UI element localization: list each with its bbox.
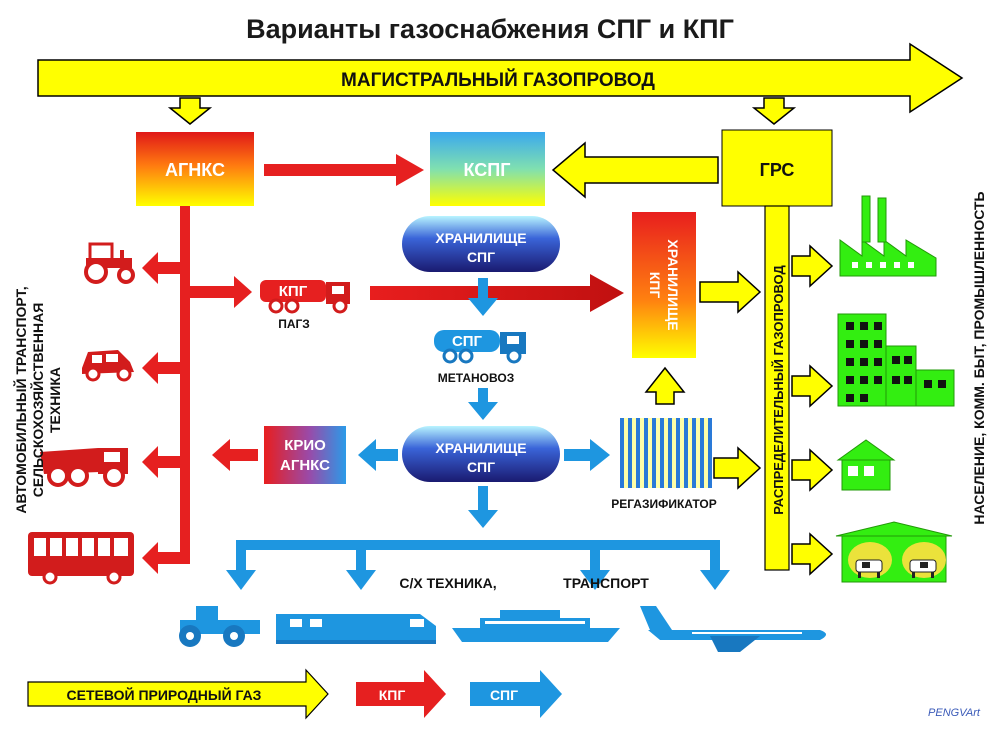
right-side-caption: НАСЕЛЕНИЕ, КОММ. БЫТ, ПРОМЫШЛЕННОСТЬ — [971, 191, 987, 524]
pipeline-to-grs-arrow — [751, 97, 797, 125]
agnks-box: АГНКС — [136, 132, 254, 206]
left-caption-line-1: АВТОМОБИЛЬНЫЙ ТРАНСПОРТ, — [12, 286, 29, 513]
grs-box: ГРС — [721, 129, 833, 207]
storage-kpg: ХРАНИЛИЩЕ КПГ — [632, 212, 696, 358]
airplane-icon — [640, 606, 826, 652]
storage-kpg-label-2: КПГ — [647, 272, 663, 299]
locomotive-icon — [276, 614, 436, 644]
legend-network-gas-label: СЕТЕВОЙ ПРИРОДНЫЙ ГАЗ — [67, 686, 262, 703]
metanovoz-tank-label: СПГ — [452, 333, 483, 350]
grs-label: ГРС — [760, 160, 795, 180]
legend-spg: СПГ — [470, 670, 562, 718]
krio-label-1: КРИО — [284, 437, 326, 454]
krio-agnks-box: КРИО АГНКС — [264, 426, 346, 484]
car-icon — [82, 350, 134, 382]
distribution-to-farm-arrow — [791, 532, 834, 576]
storage-spg-middle: ХРАНИЛИЩЕ СПГ — [402, 426, 560, 482]
storage-kpg-label-1: ХРАНИЛИЩЕ — [665, 239, 681, 330]
legend-spg-label: СПГ — [490, 687, 518, 703]
blue-tractor-icon — [179, 606, 260, 647]
storage-mid-label-2: СПГ — [467, 459, 495, 475]
metanovoz-to-storage-arrow — [468, 388, 498, 420]
pipeline-to-agnks-arrow — [167, 97, 213, 125]
krio-to-vehicles-arrow — [212, 439, 258, 471]
storage-top-label-1: ХРАНИЛИЩЕ — [435, 230, 526, 246]
kpg-storage-to-distribution-arrow — [699, 270, 762, 314]
distribution-pipeline: РАСПРЕДЕЛИТЕЛЬНЫЙ ГАЗОПРОВОД — [764, 205, 790, 571]
metanovoz-caption: МЕТАНОВОЗ — [438, 371, 514, 385]
farm-barn-icon — [835, 521, 953, 583]
kspg-label: КСПГ — [464, 160, 511, 180]
bottom-caption-agri: С/Х ТЕХНИКА, — [399, 575, 496, 591]
factory-icon — [839, 195, 937, 277]
main-pipeline-label: МАГИСТРАЛЬНЫЙ ГАЗОПРОВОД — [341, 69, 655, 91]
legend-kpg-label: КПГ — [379, 687, 406, 703]
agnks-to-kspg-arrow — [264, 154, 424, 186]
main-pipeline-arrow: МАГИСТРАЛЬНЫЙ ГАЗОПРОВОД — [37, 42, 964, 114]
pagz-truck-icon: КПГ — [260, 280, 350, 314]
kspg-box: КСПГ — [430, 132, 545, 206]
storage-spg-top: ХРАНИЛИЩЕ СПГ — [402, 216, 560, 272]
left-caption-line-2: СЕЛЬСКОХОЗЯЙСТВЕННАЯ — [29, 303, 46, 498]
tractor-icon — [84, 242, 135, 284]
agnks-distribution-line — [142, 206, 252, 574]
cow-icon — [909, 559, 937, 578]
apartment-building-icon — [837, 313, 955, 407]
agnks-label: АГНКС — [165, 160, 225, 180]
grs-to-kspg-arrow — [551, 141, 719, 199]
legend-kpg: КПГ — [356, 670, 446, 718]
page-title: Варианты газоснабжения СПГ и КПГ — [246, 14, 734, 44]
spg-consumers-distribution — [226, 540, 730, 590]
cow-icon — [855, 559, 883, 578]
storage-mid-label-1: ХРАНИЛИЩЕ — [435, 440, 526, 456]
distribution-to-factory-arrow — [791, 244, 834, 288]
storage-to-regasifier-arrow — [564, 439, 610, 471]
krio-label-2: АГНКС — [280, 457, 330, 474]
regasifier-caption: РЕГАЗИФИКАТОР — [611, 497, 717, 511]
credit-label: PENGVArt — [928, 707, 981, 719]
regasifier-to-distribution-arrow — [713, 446, 762, 490]
pagz-tank-label: КПГ — [279, 283, 308, 300]
metanovoz-truck-icon: СПГ — [434, 330, 526, 364]
left-caption-line-3: ТЕХНИКА — [47, 367, 63, 433]
storage-to-metanovoz-arrow — [468, 278, 498, 316]
storage-to-krio-arrow — [358, 439, 398, 471]
distribution-to-building-arrow — [791, 364, 834, 408]
distribution-to-house-arrow — [791, 448, 834, 492]
legend-network-gas: СЕТЕВОЙ ПРИРОДНЫЙ ГАЗ — [27, 668, 329, 720]
dump-truck-icon — [40, 448, 128, 487]
distribution-pipeline-label: РАСПРЕДЕЛИТЕЛЬНЫЙ ГАЗОПРОВОД — [771, 265, 786, 515]
bottom-caption-transport: ТРАНСПОРТ — [563, 575, 649, 591]
pagz-caption: ПАГЗ — [278, 317, 310, 331]
regasifier-icon — [620, 418, 712, 488]
storage-top-label-2: СПГ — [467, 249, 495, 265]
storage-to-consumers-arrow — [468, 486, 498, 528]
regasifier-to-kpg-storage-arrow — [644, 366, 686, 405]
left-side-caption: АВТОМОБИЛЬНЫЙ ТРАНСПОРТ, СЕЛЬСКОХОЗЯЙСТВ… — [12, 286, 63, 513]
house-icon — [836, 439, 896, 491]
bus-icon — [28, 532, 134, 585]
pagz-to-kpg-storage-arrow — [370, 274, 624, 312]
ship-icon — [452, 610, 620, 642]
